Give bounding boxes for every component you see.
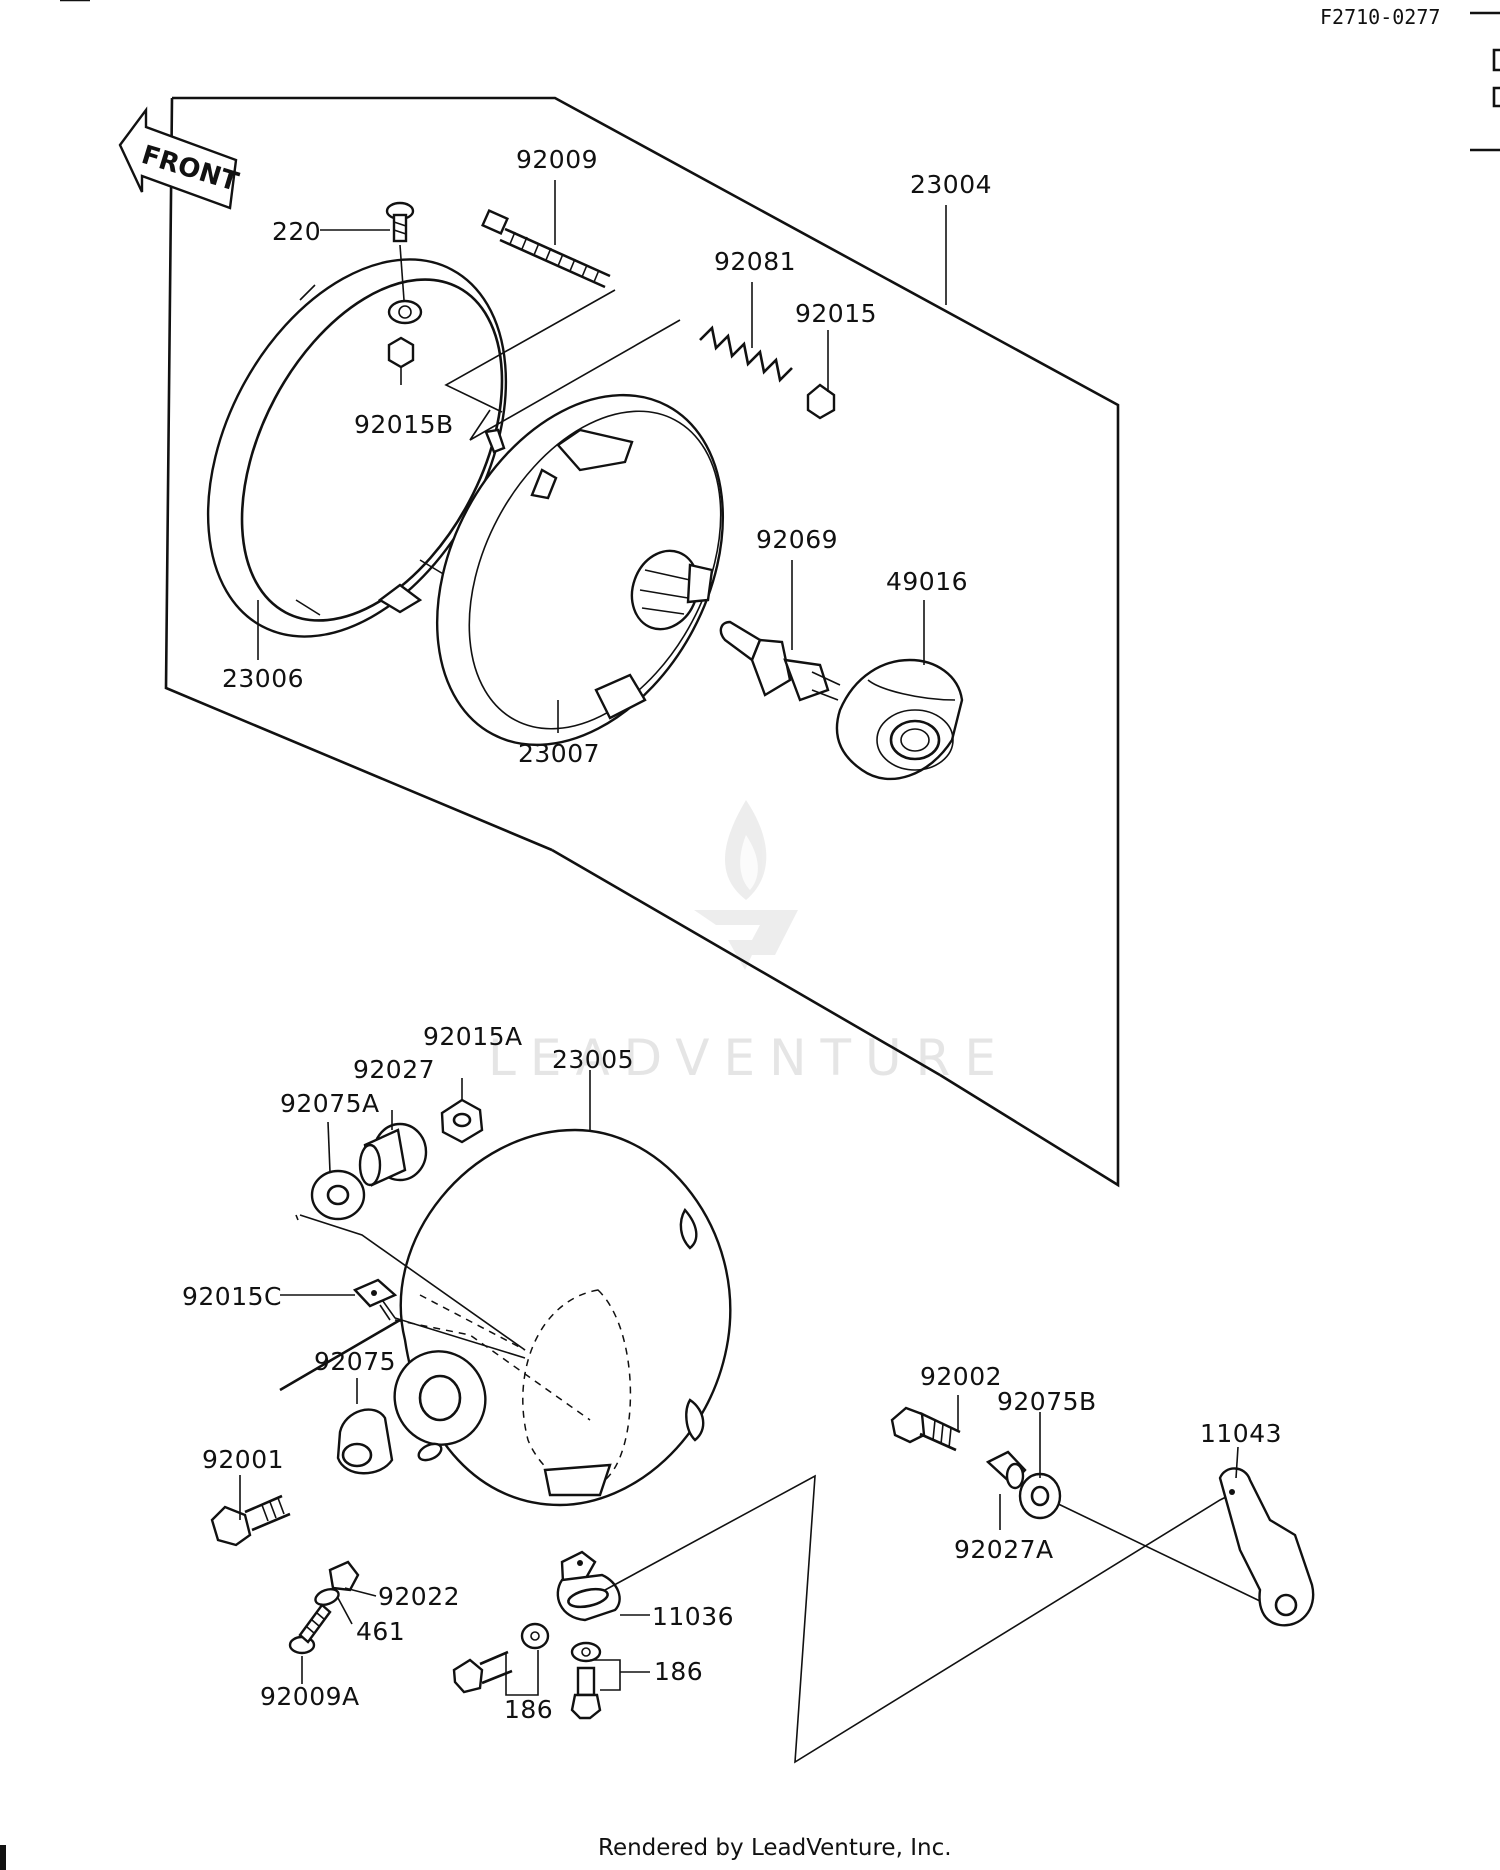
callout-92015B: 92015B	[354, 410, 454, 439]
callout-92027: 92027	[353, 1055, 435, 1084]
callout-92015C: 92015C	[182, 1282, 282, 1311]
bolt-92001	[210, 1494, 291, 1547]
callout-220: 220	[272, 217, 321, 246]
dust-cover-49016	[835, 658, 964, 781]
upper-leader-lines	[444, 289, 681, 441]
bolt-186-right	[570, 1641, 602, 1720]
callout-92075B: 92075B	[997, 1387, 1097, 1416]
grommet-92075A	[310, 1169, 366, 1221]
nut-92022	[328, 1560, 360, 1592]
spring-92081	[699, 325, 793, 383]
callout-23007: 23007	[518, 739, 600, 768]
bolt-92002	[890, 1406, 961, 1452]
callout-92069: 92069	[756, 525, 838, 554]
callout-92002: 92002	[920, 1362, 1002, 1391]
collar-92027	[358, 1122, 428, 1187]
bolt-186-left	[452, 1622, 550, 1694]
nut-92015	[806, 383, 836, 420]
callout-23005: 23005	[552, 1045, 634, 1074]
nut-92015A	[440, 1098, 484, 1144]
callout-461: 461	[356, 1617, 405, 1646]
callout-92015: 92015	[795, 299, 877, 328]
callout-186-right: 186	[654, 1657, 703, 1686]
callout-leaders	[239, 180, 1239, 1696]
callout-92009: 92009	[516, 145, 598, 174]
headlight-housing	[393, 1128, 732, 1507]
callout-49016: 49016	[886, 567, 968, 596]
front-arrow: FRONT	[118, 106, 242, 210]
callout-92075A: 92075A	[280, 1089, 380, 1118]
callout-92081: 92081	[714, 247, 796, 276]
drawing-code: F2710-0277	[1320, 5, 1440, 29]
part-callouts: 92009 23004 220 92081 92015 92015B 92069…	[182, 145, 1282, 1724]
callout-11036: 11036	[652, 1602, 734, 1631]
callout-92027A: 92027A	[954, 1535, 1054, 1564]
upper-assembly-frame	[164, 96, 1120, 1188]
callout-92075: 92075	[314, 1347, 396, 1376]
screw-92009A	[288, 1603, 332, 1655]
callout-92001: 92001	[202, 1445, 284, 1474]
adjusting-screw-92009	[481, 209, 611, 289]
watermark-logo: LEADVENTURE	[488, 800, 996, 1087]
bracket-11036	[556, 1550, 621, 1622]
grommet-92075	[336, 1408, 394, 1475]
screw-220	[385, 201, 415, 301]
callout-11043: 11043	[1200, 1419, 1282, 1448]
callout-92022: 92022	[378, 1582, 460, 1611]
callout-186-left: 186	[504, 1695, 553, 1724]
callout-92009A: 92009A	[260, 1682, 360, 1711]
grommet-92075B	[1018, 1472, 1062, 1520]
bracket-11043	[1218, 1467, 1315, 1627]
washer-461	[314, 1588, 340, 1606]
callout-92015A: 92015A	[423, 1022, 523, 1051]
collar-92027A	[985, 1450, 1027, 1490]
callout-23006: 23006	[222, 664, 304, 693]
nut-92015B	[387, 336, 415, 385]
bracket-92015C	[352, 1278, 398, 1321]
bulb-92069	[719, 620, 841, 702]
callout-23004: 23004	[910, 170, 992, 199]
footer-credit: Rendered by LeadVenture, Inc.	[598, 1835, 952, 1861]
headlight-unit	[435, 393, 725, 747]
